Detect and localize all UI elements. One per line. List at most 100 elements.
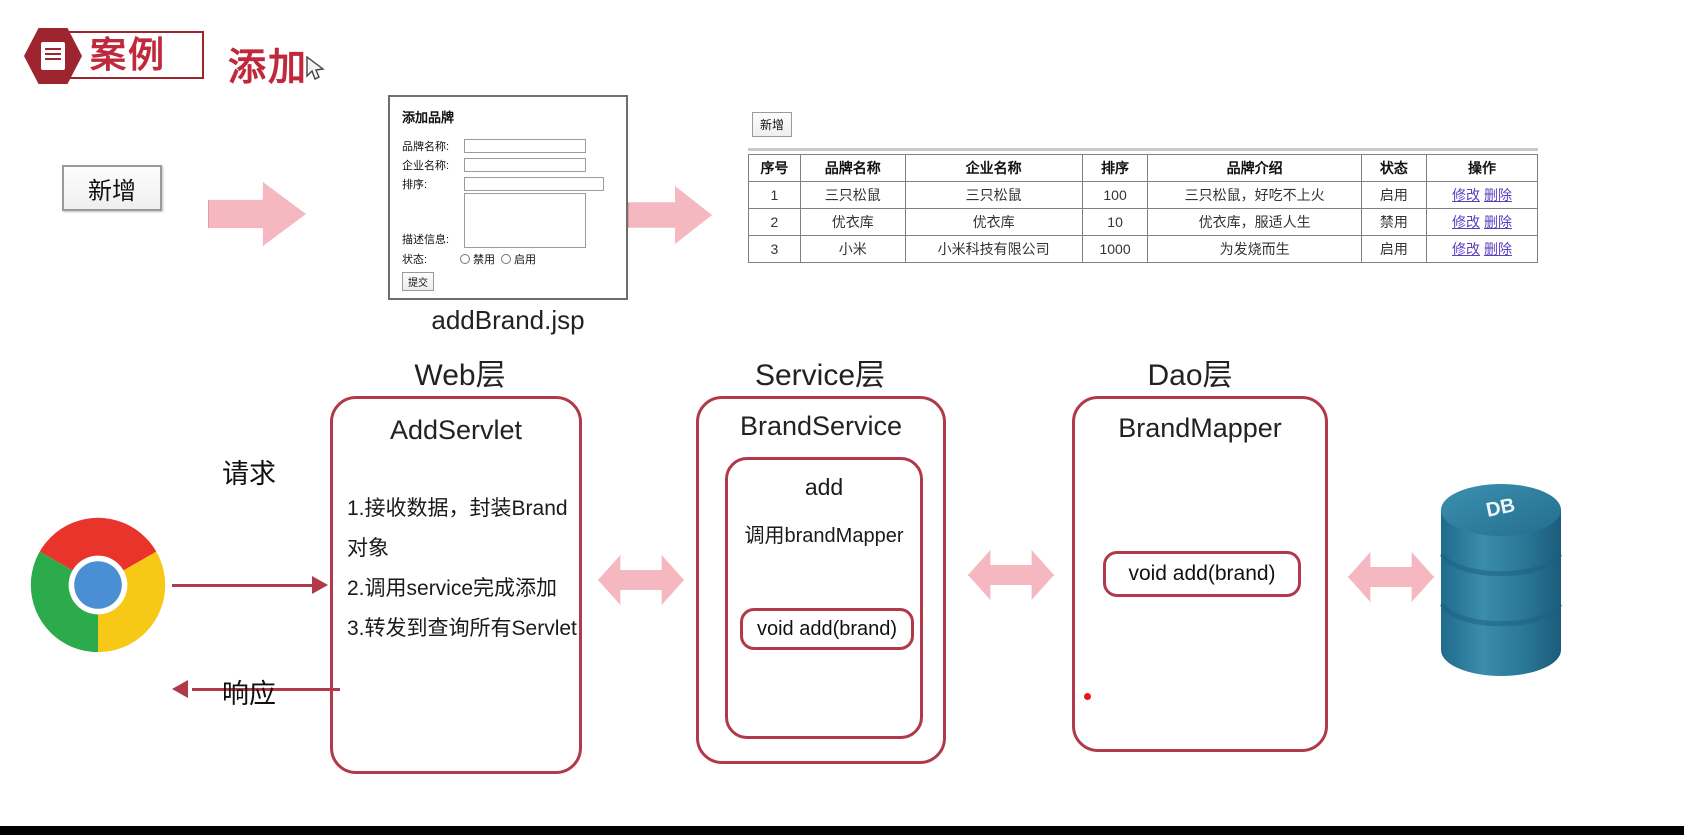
request-arrow-line bbox=[172, 584, 320, 587]
cell-order: 100 bbox=[1081, 181, 1149, 209]
column-header-operations: 操作 bbox=[1425, 154, 1539, 182]
bottom-bar bbox=[0, 826, 1684, 835]
description-label: 描述信息: bbox=[402, 234, 450, 246]
column-header-order: 排序 bbox=[1081, 154, 1149, 182]
column-header-company: 企业名称 bbox=[904, 154, 1083, 182]
order-label: 排序: bbox=[402, 179, 428, 191]
table-header-row: 序号 品牌名称 企业名称 排序 品牌介绍 状态 操作 bbox=[748, 154, 1539, 182]
service-method-signature: void add(brand) bbox=[740, 608, 914, 650]
brandmapper-class-name: BrandMapper bbox=[1118, 413, 1282, 443]
cell-order: 10 bbox=[1081, 208, 1149, 236]
radio-enabled-icon[interactable] bbox=[501, 254, 511, 264]
web-layer-title: Web层 bbox=[414, 359, 506, 392]
cell-brand: 优衣库 bbox=[799, 208, 906, 236]
new-record-button[interactable]: 新增 bbox=[62, 165, 162, 211]
response-arrow-line bbox=[192, 688, 340, 691]
response-label: 响应 bbox=[222, 679, 276, 709]
request-arrow-head-icon bbox=[312, 576, 328, 594]
mouse-cursor-icon bbox=[306, 56, 325, 80]
web-step-3: 3.转发到查询所有Servlet bbox=[347, 617, 577, 640]
document-icon bbox=[41, 42, 65, 70]
form-row-status: 状态: 禁用 启用 bbox=[402, 251, 614, 267]
form-row-order: 排序: bbox=[402, 176, 614, 192]
dao-layer-title: Dao层 bbox=[1147, 359, 1233, 392]
company-name-label: 企业名称: bbox=[402, 160, 450, 172]
case-badge: 案例 bbox=[24, 28, 204, 84]
order-input[interactable] bbox=[464, 177, 604, 191]
dao-method-signature: void add(brand) bbox=[1103, 551, 1301, 597]
cell-operations: 修改删除 bbox=[1425, 208, 1539, 236]
table-row: 3 小米 小米科技有限公司 1000 为发烧而生 启用 修改删除 bbox=[748, 235, 1539, 263]
cell-company: 优衣库 bbox=[904, 208, 1083, 236]
request-label: 请求 bbox=[222, 459, 276, 489]
cell-intro: 为发烧而生 bbox=[1147, 235, 1362, 263]
cell-status: 禁用 bbox=[1360, 208, 1427, 236]
description-textarea[interactable] bbox=[464, 193, 586, 248]
brand-name-input[interactable] bbox=[464, 139, 586, 153]
brand-name-label: 品牌名称: bbox=[402, 141, 450, 153]
delete-link[interactable]: 删除 bbox=[1483, 214, 1512, 230]
arrow-bidirectional-service-dao-icon bbox=[968, 550, 1054, 600]
form-title: 添加品牌 bbox=[402, 110, 455, 125]
cell-operations: 修改删除 bbox=[1425, 181, 1539, 209]
form-row-company-name: 企业名称: bbox=[402, 157, 614, 173]
web-step-1-cont: 对象 bbox=[347, 537, 389, 560]
service-method-name: add bbox=[804, 474, 844, 500]
addservlet-class-name: AddServlet bbox=[389, 415, 523, 445]
add-brand-form-panel: 添加品牌 品牌名称: 企业名称: 排序: 描述信息: 状态: 禁用 启用 提交 bbox=[388, 95, 628, 300]
table-row: 2 优衣库 优衣库 10 优衣库，服适人生 禁用 修改删除 bbox=[748, 208, 1539, 236]
brand-table: 序号 品牌名称 企业名称 排序 品牌介绍 状态 操作 1 三只松鼠 三只松鼠 1… bbox=[748, 154, 1539, 263]
web-layer-steps: 1.接收数据，封装Brand 对象 2.调用service完成添加 3.转发到查… bbox=[347, 489, 577, 649]
brandservice-class-name: BrandService bbox=[739, 411, 903, 441]
response-arrow-head-icon bbox=[172, 680, 188, 698]
web-layer-box: AddServlet 1.接收数据，封装Brand 对象 2.调用service… bbox=[330, 396, 582, 774]
page-title: 添加 bbox=[228, 47, 309, 89]
web-step-1: 1.接收数据，封装Brand bbox=[347, 497, 568, 520]
company-name-input[interactable] bbox=[464, 158, 586, 172]
cell-status: 启用 bbox=[1360, 181, 1427, 209]
column-header-intro: 品牌介绍 bbox=[1147, 154, 1362, 182]
cell-seq: 3 bbox=[748, 235, 801, 263]
column-header-status: 状态 bbox=[1360, 154, 1427, 182]
arrow-right-to-form-icon bbox=[208, 182, 306, 246]
service-add-method-box: add 调用brandMapper void add(brand) bbox=[725, 457, 923, 739]
cell-brand: 小米 bbox=[799, 235, 906, 263]
cell-seq: 1 bbox=[748, 181, 801, 209]
delete-link[interactable]: 删除 bbox=[1483, 241, 1512, 257]
cell-company: 小米科技有限公司 bbox=[904, 235, 1083, 263]
arrow-bidirectional-web-service-icon bbox=[598, 555, 684, 605]
table-divider bbox=[748, 148, 1538, 151]
cell-company: 三只松鼠 bbox=[904, 181, 1083, 209]
service-layer-title: Service层 bbox=[754, 359, 886, 392]
status-option-enabled-label: 启用 bbox=[514, 254, 536, 266]
edit-link[interactable]: 修改 bbox=[1451, 241, 1480, 257]
web-step-2: 2.调用service完成添加 bbox=[347, 577, 558, 600]
arrow-bidirectional-dao-database-icon bbox=[1348, 552, 1434, 602]
form-row-brand-name: 品牌名称: bbox=[402, 138, 614, 154]
cell-status: 启用 bbox=[1360, 235, 1427, 263]
add-brand-page-caption: addBrand.jsp bbox=[431, 305, 585, 335]
status-option-enabled[interactable]: 启用 bbox=[501, 251, 536, 267]
cell-brand: 三只松鼠 bbox=[799, 181, 906, 209]
column-header-brand: 品牌名称 bbox=[799, 154, 906, 182]
annotation-dot-icon bbox=[1084, 693, 1091, 700]
edit-link[interactable]: 修改 bbox=[1451, 187, 1480, 203]
service-method-note: 调用brandMapper bbox=[744, 525, 904, 547]
status-option-disabled[interactable]: 禁用 bbox=[460, 251, 495, 267]
database-cylinder-icon: DB bbox=[1439, 484, 1563, 676]
delete-link[interactable]: 删除 bbox=[1483, 187, 1512, 203]
cell-operations: 修改删除 bbox=[1425, 235, 1539, 263]
table-row: 1 三只松鼠 三只松鼠 100 三只松鼠，好吃不上火 启用 修改删除 bbox=[748, 181, 1539, 209]
cell-order: 1000 bbox=[1081, 235, 1149, 263]
column-header-seq: 序号 bbox=[748, 154, 801, 182]
status-option-disabled-label: 禁用 bbox=[473, 254, 495, 266]
table-new-button[interactable]: 新增 bbox=[752, 112, 793, 137]
edit-link[interactable]: 修改 bbox=[1451, 214, 1480, 230]
chrome-logo-icon bbox=[30, 517, 166, 653]
dao-layer-box: BrandMapper void add(brand) bbox=[1072, 396, 1328, 752]
cell-intro: 优衣库，服适人生 bbox=[1147, 208, 1362, 236]
arrow-right-to-table-icon bbox=[628, 186, 712, 244]
radio-disabled-icon[interactable] bbox=[460, 254, 470, 264]
status-label: 状态: bbox=[402, 254, 428, 266]
submit-button[interactable]: 提交 bbox=[402, 272, 434, 291]
